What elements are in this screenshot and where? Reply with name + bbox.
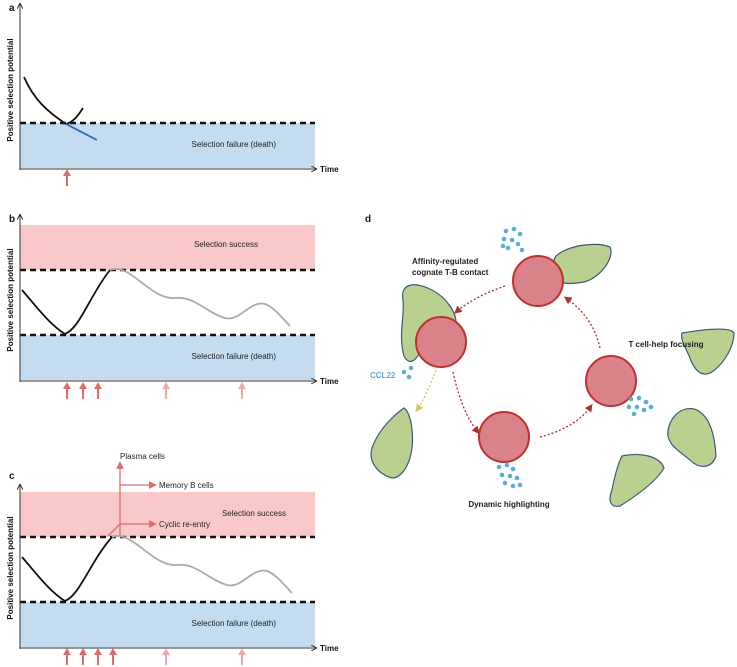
cycle-arrow	[539, 403, 593, 438]
x-axis-label: Time	[320, 377, 339, 386]
panel-c: c Selection success Selection failure (d…	[6, 452, 339, 666]
x-axis-label: Time	[320, 644, 339, 653]
ccl22-dots	[496, 462, 523, 489]
cycle-arrow	[452, 371, 480, 434]
ccl22-dots	[401, 365, 414, 380]
panel-a-label: a	[9, 3, 15, 14]
b-cell	[585, 355, 637, 407]
panel-a: a Selection failure (death) Positive sel…	[6, 3, 339, 187]
help-arrow	[108, 647, 118, 666]
help-arrow	[78, 647, 88, 666]
help-arrow	[93, 647, 103, 666]
outcome-cyclic-reentry: Cyclic re-entry	[159, 520, 210, 529]
failure-band-label: Selection failure (death)	[192, 619, 277, 628]
fate-branch	[107, 523, 121, 537]
selection-curve	[21, 536, 113, 603]
panel-b-label: b	[9, 214, 15, 225]
ccl22-label: CCL22	[370, 371, 396, 380]
help-arrow	[62, 647, 72, 666]
help-arrow-faint	[161, 647, 171, 666]
b-cell	[478, 411, 530, 463]
help-arrow-faint	[161, 381, 171, 400]
failure-band	[20, 602, 315, 647]
failure-band-label: Selection failure (death)	[192, 352, 277, 361]
help-arrow-faint	[237, 647, 247, 666]
panel-d: d	[365, 214, 735, 509]
help-arrow	[78, 381, 88, 400]
selection-curve	[23, 76, 84, 125]
panel-b: b Selection success Selection failure (d…	[6, 214, 339, 400]
step-dynamic-highlighting: Dynamic highlighting	[468, 500, 549, 509]
help-arrow	[62, 381, 72, 400]
help-arrow-faint	[237, 381, 247, 400]
step-t-cell-help-focusing: T cell-help focusing	[628, 340, 703, 349]
success-band	[20, 225, 315, 270]
b-cell	[415, 316, 467, 368]
exit-arrow	[415, 369, 437, 413]
outcome-memory-b-cells: Memory B cells	[159, 481, 214, 490]
step-affinity-contact-line2: cognate T-B contact	[412, 268, 489, 277]
t-cell	[681, 328, 735, 375]
success-band	[20, 492, 315, 537]
x-axis-label: Time	[320, 165, 339, 174]
success-band-label: Selection success	[222, 509, 286, 518]
success-band-label: Selection success	[194, 240, 258, 249]
ccl22-dots	[626, 395, 654, 417]
decline-curve	[65, 123, 98, 141]
help-arrow	[93, 381, 103, 400]
continued-curve	[111, 535, 293, 594]
continued-curve	[109, 268, 291, 327]
y-axis-label: Positive selection potential	[6, 516, 15, 619]
failure-band	[20, 123, 315, 168]
y-axis-label: Positive selection potential	[6, 248, 15, 351]
ccl22-dots	[500, 226, 525, 253]
failure-band	[20, 335, 315, 380]
step-affinity-contact-line1: Affinity-regulated	[412, 257, 478, 266]
t-cell	[609, 453, 665, 507]
cycle-arrow	[454, 285, 506, 314]
panel-c-label: c	[9, 471, 15, 482]
b-cell	[512, 255, 564, 307]
failure-band-label: Selection failure (death)	[192, 140, 277, 149]
outcome-plasma-cells: Plasma cells	[120, 452, 165, 461]
y-axis-label: Positive selection potential	[6, 38, 15, 141]
selection-curve	[21, 269, 111, 336]
cycle-arrow	[563, 296, 601, 349]
t-cell	[370, 407, 414, 479]
help-arrow	[62, 168, 72, 187]
panel-d-label: d	[365, 214, 371, 225]
t-cell	[667, 408, 717, 467]
